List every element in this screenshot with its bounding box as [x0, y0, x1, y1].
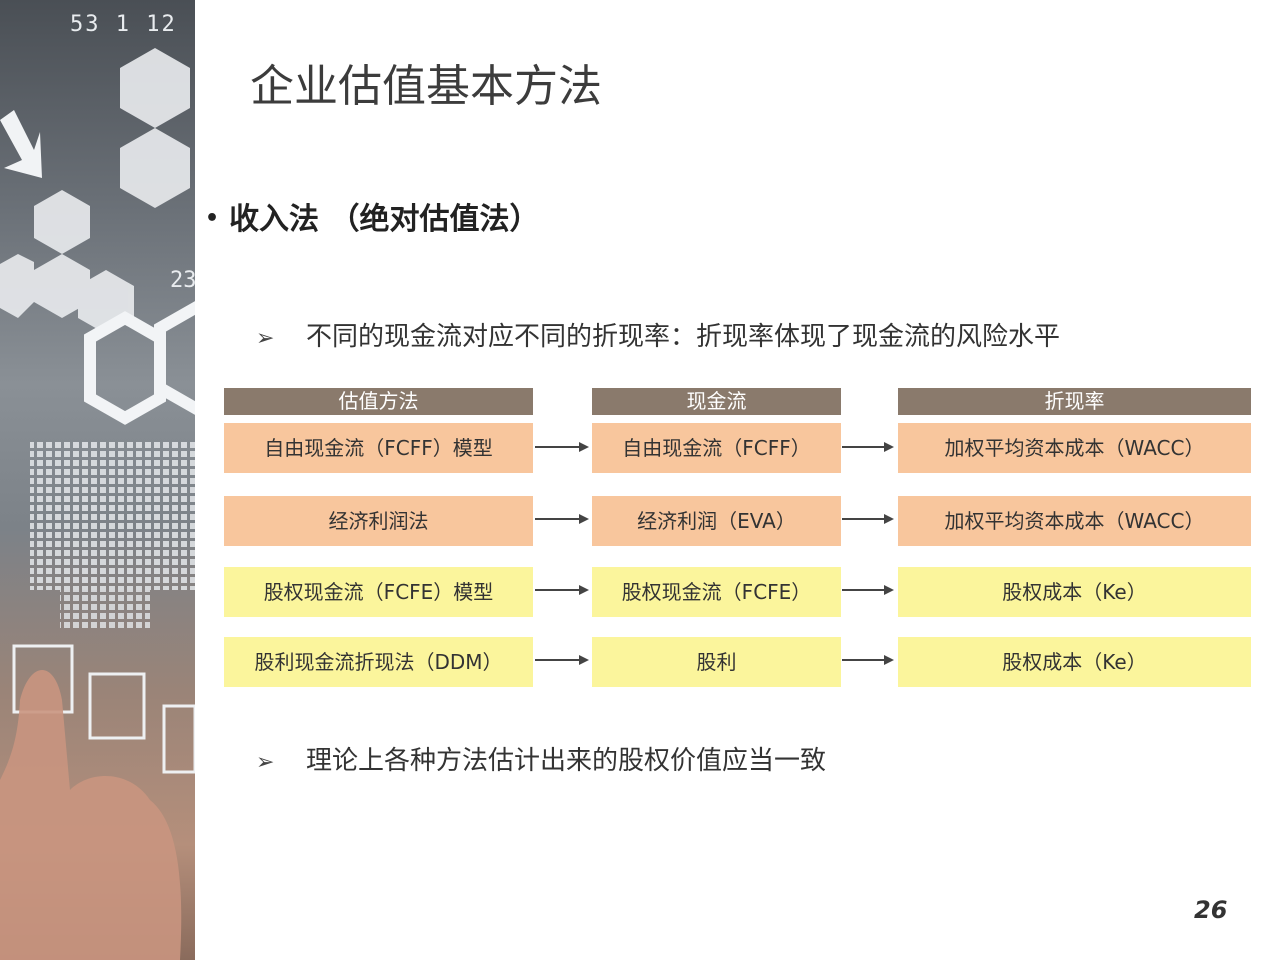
arrow-right-icon: [535, 512, 589, 526]
cashflow-cell: 股利: [592, 637, 841, 687]
header-valuation-method: 估值方法: [224, 388, 533, 415]
bullet-point-2: ➢ 理论上各种方法估计出来的股权价值应当一致: [256, 740, 826, 777]
arrow-right-icon: [535, 653, 589, 667]
rate-cell: 股权成本（Ke）: [898, 637, 1251, 687]
section-heading: • 收入法 （绝对估值法）: [205, 194, 540, 238]
cashflow-cell: 股权现金流（FCFE）: [592, 567, 841, 617]
arrow-bullet-icon: ➢: [256, 750, 275, 775]
slide-title: 企业估值基本方法: [250, 61, 602, 112]
bullet-icon: •: [205, 206, 220, 231]
decorative-number: 23: [170, 268, 195, 293]
arrow-right-icon: [842, 512, 894, 526]
rate-cell: 加权平均资本成本（WACC）: [898, 423, 1251, 473]
rate-cell: 加权平均资本成本（WACC）: [898, 496, 1251, 546]
header-discount-rate: 折现率: [898, 388, 1251, 415]
arrow-bullet-icon: ➢: [256, 326, 275, 351]
hexagon-graphic: [0, 48, 195, 960]
bullet-point-text: 不同的现金流对应不同的折现率：折现率体现了现金流的风险水平: [306, 322, 1061, 352]
method-cell: 经济利润法: [224, 496, 533, 546]
bullet-point-1: ➢ 不同的现金流对应不同的折现率：折现率体现了现金流的风险水平: [256, 316, 1060, 353]
rate-cell: 股权成本（Ke）: [898, 567, 1251, 617]
header-cashflow: 现金流: [592, 388, 841, 415]
arrow-right-icon: [535, 440, 589, 454]
arrow-right-icon: [842, 440, 894, 454]
bullet-point-text: 理论上各种方法估计出来的股权价值应当一致: [306, 746, 827, 776]
arrow-right-icon: [842, 583, 894, 597]
section-heading-text: 收入法 （绝对估值法）: [229, 202, 540, 237]
decorative-numbers: 53 1 12: [70, 12, 177, 37]
cashflow-cell: 自由现金流（FCFF）: [592, 423, 841, 473]
cashflow-cell: 经济利润（EVA）: [592, 496, 841, 546]
page-number: 26: [1194, 896, 1228, 924]
arrow-right-icon: [535, 583, 589, 597]
method-cell: 股利现金流折现法（DDM）: [224, 637, 533, 687]
method-cell: 自由现金流（FCFF）模型: [224, 423, 533, 473]
arrow-right-icon: [842, 653, 894, 667]
decorative-image-panel: 53 1 12 23: [0, 0, 195, 960]
method-cell: 股权现金流（FCFE）模型: [224, 567, 533, 617]
